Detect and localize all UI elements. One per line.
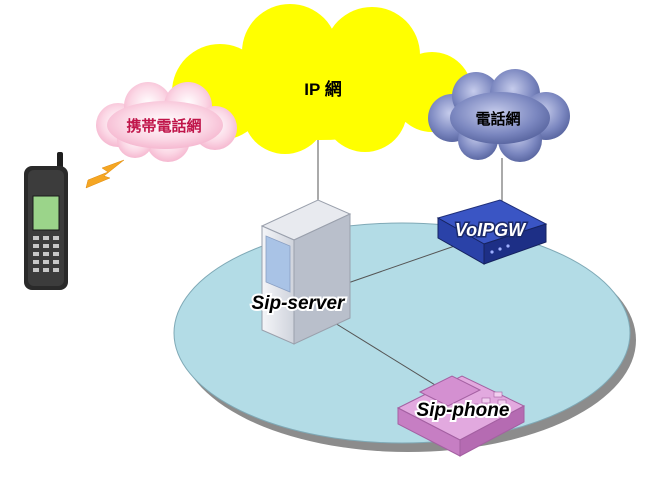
sip-server-icon: [260, 199, 352, 345]
ip-network-label: IP 網: [304, 79, 341, 99]
ip-network-cloud: [172, 4, 472, 154]
link-server-phone: [329, 319, 441, 389]
phone-network-label: 電話網: [475, 110, 520, 128]
gateway-label-halo: VoIPGW: [455, 220, 527, 240]
server-label: Sip-server: [252, 293, 347, 314]
voip-gateway-icon: [436, 199, 548, 265]
phone-network-cloud: [428, 69, 570, 162]
sip-phone-icon: [396, 375, 526, 457]
link-server-gateway: [344, 239, 473, 285]
phone-label: Sip-phone: [417, 400, 510, 421]
mobile-phone-icon: [24, 152, 68, 290]
wireless-signal-icon: [85, 159, 125, 189]
mobile-network-label: 携帯電話網: [126, 117, 201, 135]
connection-lines: [317, 140, 503, 389]
mobile-network-cloud: [96, 82, 237, 162]
